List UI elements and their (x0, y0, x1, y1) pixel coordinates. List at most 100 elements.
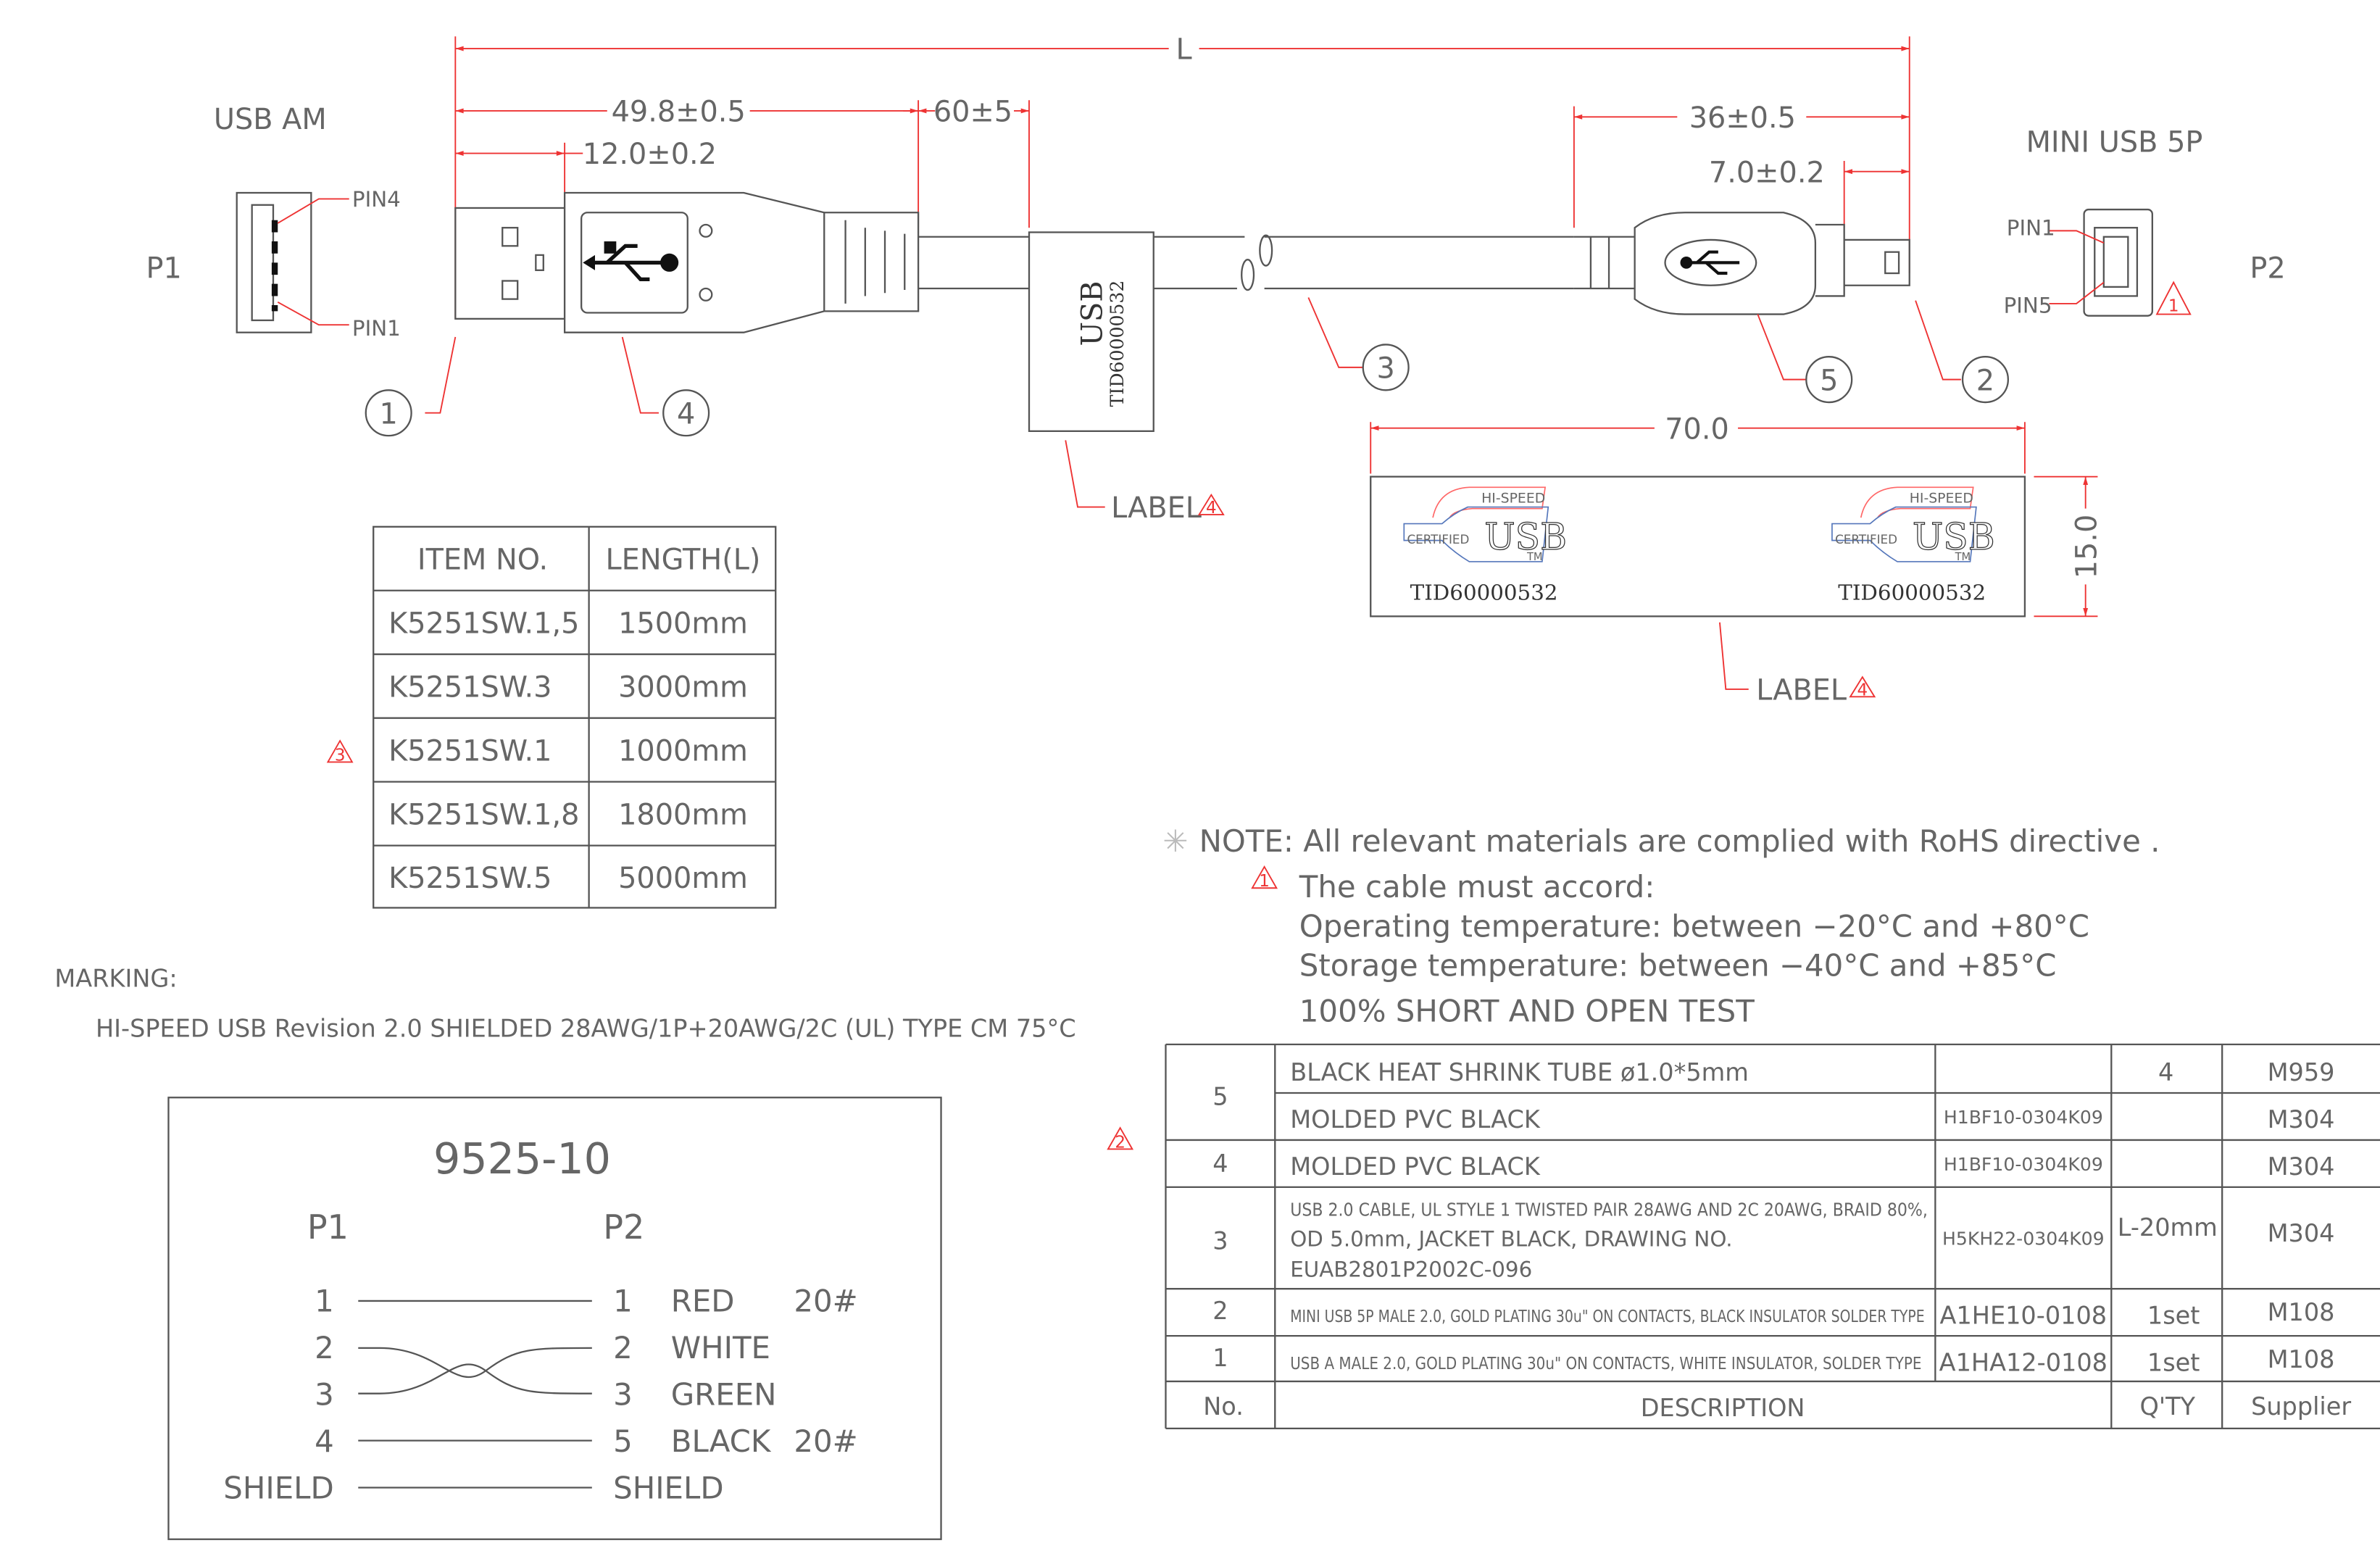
note-star-icon: ✳ (1162, 823, 1188, 859)
dim-metal-length: 12.0±0.2 (583, 138, 717, 171)
usb-certified-logo-right: HI-SPEED CERTIFIED USB TM TID60000532 (1831, 486, 1995, 604)
note-mark: 1 (1259, 872, 1270, 891)
marking-title: MARKING: (54, 964, 177, 992)
wire-right-pin: 3 (613, 1377, 633, 1413)
bom-part: A1HE10-0108 (1940, 1301, 2108, 1329)
bom-header-desc: DESCRIPTION (1641, 1394, 1805, 1422)
wiring-p1: P1 (307, 1207, 349, 1247)
cable-label-tid: TID60000532 (1107, 280, 1128, 407)
length-item-no: K5251SW.1,8 (388, 798, 579, 831)
bom-desc: BLACK HEAT SHRINK TUBE ø1.0*5mm (1290, 1058, 1749, 1086)
bom-part: A1HA12-0108 (1939, 1348, 2108, 1376)
note-line-1: NOTE: All relevant materials are complie… (1199, 823, 2160, 859)
balloon-4: 4 (677, 397, 695, 431)
marking-text: HI-SPEED USB Revision 2.0 SHIELDED 28AWG… (96, 1014, 1076, 1042)
wire-color: WHITE (671, 1330, 770, 1365)
p1-pin1: PIN1 (352, 316, 401, 341)
length-value: 1800mm (618, 798, 748, 831)
bom-header-qty: Q'TY (2140, 1392, 2196, 1421)
p1-title: USB AM (214, 103, 327, 136)
logo-certified: CERTIFIED (1835, 532, 1897, 546)
bom-header-supplier: Supplier (2251, 1392, 2351, 1421)
bom-no: 3 (1212, 1227, 1228, 1255)
length-value: 5000mm (618, 862, 748, 895)
logo-tm: TM (1526, 551, 1543, 563)
bom-no: 1 (1212, 1344, 1228, 1372)
balloons: 1 4 3 5 2 (365, 297, 2010, 437)
bom-table: 2 5 BLACK HEAT SHRINK TUBE ø1.0*5mm 4 M9… (1107, 1043, 2380, 1430)
wire-left-pin: 2 (315, 1330, 334, 1365)
length-item-no: K5251SW.1,5 (388, 607, 579, 640)
dim-label-position: 60±5 (933, 96, 1012, 129)
wire-right-pin: 1 (613, 1284, 633, 1319)
wire-left-pin: 3 (315, 1377, 334, 1413)
bom-qty: 1set (2147, 1301, 2200, 1329)
logo-hispeed: HI-SPEED (1910, 491, 1973, 506)
p2-connector-view: MINI USB 5P P2 PIN1 PIN5 1 (2004, 125, 2286, 317)
p1-connector-view: USB AM P1 PIN4 PIN1 (146, 103, 401, 341)
logo-hispeed: HI-SPEED (1481, 491, 1545, 506)
p2-note-mark: 1 (2168, 296, 2179, 315)
p2-pin1: PIN1 (2007, 216, 2055, 241)
bom-part: H1BF10-0304K09 (1944, 1107, 2103, 1128)
length-item-no: K5251SW.3 (388, 670, 552, 704)
bom-supplier: M108 (2268, 1298, 2335, 1326)
dim-label-width: 70.0 (1665, 412, 1729, 446)
length-header-item: ITEM NO. (417, 543, 548, 576)
wire-right-pin: 5 (613, 1423, 633, 1459)
wire-color: RED (671, 1284, 735, 1319)
logo-tm: TM (1955, 551, 1971, 563)
wire-right-pin: SHIELD (613, 1471, 723, 1506)
cable-label-usb: USB (1076, 281, 1110, 346)
balloon-1: 1 (380, 397, 398, 431)
bom-no: 4 (1212, 1149, 1228, 1178)
p2-name: P2 (2250, 251, 2285, 285)
label-callout-1: LABEL 4 (1065, 440, 1225, 525)
length-value: 1500mm (618, 607, 748, 640)
bom-desc: USB A MALE 2.0, GOLD PLATING 30u" ON CON… (1290, 1355, 1921, 1373)
note-line-3: Operating temperature: between −20°C and… (1299, 908, 2089, 944)
length-item-no: K5251SW.1 (388, 734, 552, 768)
p2-title: MINI USB 5P (2026, 125, 2203, 159)
label-callout-text: LABEL (1111, 491, 1202, 525)
logo-certified: CERTIFIED (1407, 532, 1469, 546)
bom-supplier: M304 (2268, 1219, 2335, 1247)
bom-part: H5KH22-0304K09 (1942, 1228, 2105, 1249)
bom-desc: MINI USB 5P MALE 2.0, GOLD PLATING 30u" … (1290, 1308, 1924, 1326)
bom-mark: 2 (1115, 1133, 1125, 1152)
bom-supplier: M304 (2268, 1105, 2335, 1134)
balloon-3: 3 (1377, 352, 1395, 386)
bom-desc: OD 5.0mm, JACKET BLACK, DRAWING NO. (1290, 1227, 1732, 1252)
bom-desc: USB 2.0 CABLE, UL STYLE 1 TWISTED PAIR 2… (1290, 1200, 1928, 1221)
bom-header-no: No. (1203, 1392, 1244, 1421)
bom-supplier: M959 (2268, 1058, 2335, 1086)
logo-usb: USB (1484, 515, 1567, 558)
wiring-title: 9525-10 (433, 1134, 611, 1184)
wire-color: GREEN (671, 1377, 777, 1413)
label-callout-mark: 4 (1206, 499, 1217, 517)
bom-qty: 4 (2158, 1058, 2173, 1086)
length-table-mark: 3 (335, 746, 346, 765)
balloon-2: 2 (1976, 364, 1994, 397)
bom-qty: L-20mm (2118, 1213, 2218, 1242)
dim-mini-metal: 7.0±0.2 (1709, 156, 1825, 189)
notes: ✳ NOTE: All relevant materials are compl… (1162, 823, 2160, 1029)
usb-certified-logo-left: HI-SPEED CERTIFIED USB TM TID60000532 (1403, 486, 1568, 604)
dim-L: L (1176, 33, 1192, 67)
dim-label-height: 15.0 (2070, 515, 2103, 579)
label-callout-text-2: LABEL (1756, 674, 1847, 707)
wire-color: BLACK (671, 1423, 772, 1459)
label-callout-mark-2: 4 (1857, 681, 1868, 699)
bom-supplier: M108 (2268, 1345, 2335, 1373)
wire-left-pin: SHIELD (223, 1471, 333, 1506)
wire-awg: 20# (794, 1423, 857, 1459)
dim-plug-length: 49.8±0.5 (612, 96, 746, 129)
bom-qty: 1set (2147, 1348, 2200, 1376)
label-detail: 70.0 15.0 HI-SPEED CERTIFIED USB TM TID6… (1370, 412, 2103, 707)
bom-supplier: M304 (2268, 1152, 2335, 1181)
length-header-length: LENGTH(L) (606, 543, 761, 576)
p2-pin5: PIN5 (2004, 293, 2052, 317)
note-line-2: The cable must accord: (1299, 869, 1655, 905)
wire-right-pin: 2 (613, 1330, 633, 1365)
